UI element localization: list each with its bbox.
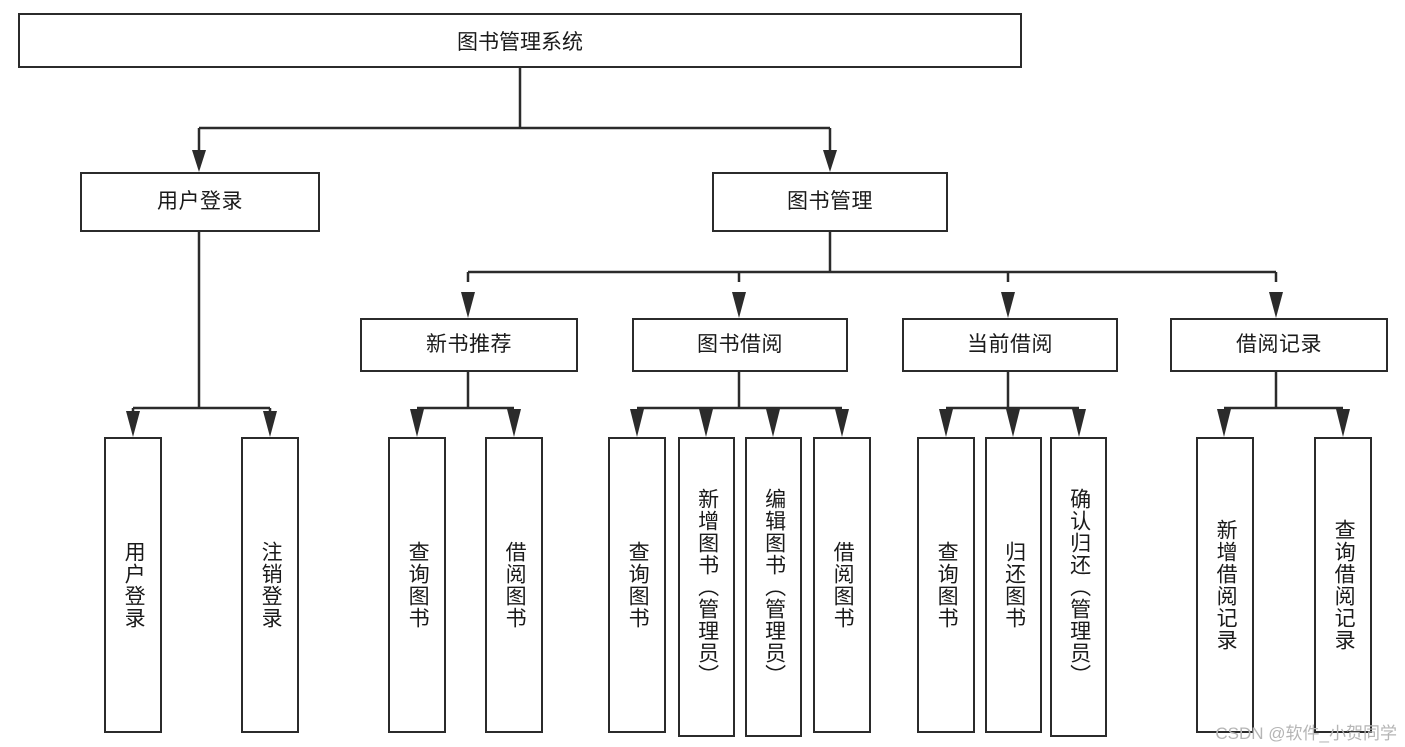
leaf-bb-query-book-label: 查询图书	[626, 541, 650, 629]
arrowhead-nb-leaf1	[410, 409, 424, 437]
node-book-management-label: 图书管理	[787, 190, 873, 214]
leaf-cb-confirm-return-admin-label: 确认归还（管理员）	[1067, 488, 1091, 686]
leaf-bb-add-book-admin[interactable]: 新增图书（管理员）	[678, 437, 735, 737]
arrowhead-bb-leaf3	[766, 409, 780, 437]
node-new-book-recommend[interactable]: 新书推荐	[360, 318, 578, 372]
arrowhead-cb-leaf2	[1006, 409, 1020, 437]
leaf-nb-query-book[interactable]: 查询图书	[388, 437, 446, 733]
arrowhead-br-leaf1	[1217, 409, 1231, 437]
leaf-nb-borrow-book[interactable]: 借阅图书	[485, 437, 543, 733]
node-user-login-label: 用户登录	[157, 190, 243, 214]
arrowhead-cb-leaf1	[939, 409, 953, 437]
node-book-borrow[interactable]: 图书借阅	[632, 318, 848, 372]
leaf-nb-borrow-book-label: 借阅图书	[503, 541, 527, 629]
arrowhead-book-borrow	[732, 292, 746, 318]
node-current-borrow-label: 当前借阅	[967, 333, 1053, 357]
leaf-cb-query-book[interactable]: 查询图书	[917, 437, 975, 733]
leaf-user-login[interactable]: 用户登录	[104, 437, 162, 733]
node-book-management[interactable]: 图书管理	[712, 172, 948, 232]
arrowhead-new-book	[461, 292, 475, 318]
arrowhead-leaf-logout	[263, 411, 277, 437]
arrowhead-bb-leaf2	[699, 409, 713, 437]
leaf-br-add-record-label: 新增借阅记录	[1214, 519, 1238, 651]
node-borrow-records-label: 借阅记录	[1236, 333, 1322, 357]
leaf-bb-add-book-admin-label: 新增图书（管理员）	[695, 488, 719, 686]
node-borrow-records[interactable]: 借阅记录	[1170, 318, 1388, 372]
leaf-bb-borrow-book-label: 借阅图书	[831, 541, 855, 629]
csdn-watermark: CSDN @软件_小贺同学	[1215, 724, 1397, 743]
leaf-cb-return-book-label: 归还图书	[1002, 541, 1026, 629]
arrowhead-book-mgmt	[823, 150, 837, 172]
leaf-cb-confirm-return-admin[interactable]: 确认归还（管理员）	[1050, 437, 1107, 737]
leaf-bb-query-book[interactable]: 查询图书	[608, 437, 666, 733]
arrowhead-br-leaf2	[1336, 409, 1350, 437]
arrowhead-nb-leaf2	[507, 409, 521, 437]
leaf-bb-edit-book-admin[interactable]: 编辑图书（管理员）	[745, 437, 802, 737]
leaf-cb-return-book[interactable]: 归还图书	[985, 437, 1042, 733]
node-user-login[interactable]: 用户登录	[80, 172, 320, 232]
leaf-logout-label: 注销登录	[259, 541, 283, 629]
arrowhead-user-login	[192, 150, 206, 172]
node-root[interactable]: 图书管理系统	[18, 13, 1022, 68]
leaf-bb-edit-book-admin-label: 编辑图书（管理员）	[762, 488, 786, 686]
arrowhead-bb-leaf4	[835, 409, 849, 437]
arrowhead-current-borrow	[1001, 292, 1015, 318]
arrowhead-bb-leaf1	[630, 409, 644, 437]
node-current-borrow[interactable]: 当前借阅	[902, 318, 1118, 372]
leaf-br-add-record[interactable]: 新增借阅记录	[1196, 437, 1254, 733]
node-new-book-recommend-label: 新书推荐	[426, 333, 512, 357]
leaf-cb-query-book-label: 查询图书	[935, 541, 959, 629]
node-book-borrow-label: 图书借阅	[697, 333, 783, 357]
arrowhead-leaf-user-login	[126, 411, 140, 437]
leaf-nb-query-book-label: 查询图书	[406, 541, 430, 629]
leaf-user-login-label: 用户登录	[122, 541, 146, 629]
arrowhead-borrow-records	[1269, 292, 1283, 318]
leaf-br-query-record[interactable]: 查询借阅记录	[1314, 437, 1372, 733]
node-root-label: 图书管理系统	[457, 30, 583, 54]
arrowhead-cb-leaf3	[1072, 409, 1086, 437]
leaf-br-query-record-label: 查询借阅记录	[1332, 519, 1356, 651]
leaf-bb-borrow-book[interactable]: 借阅图书	[813, 437, 871, 733]
leaf-logout[interactable]: 注销登录	[241, 437, 299, 733]
